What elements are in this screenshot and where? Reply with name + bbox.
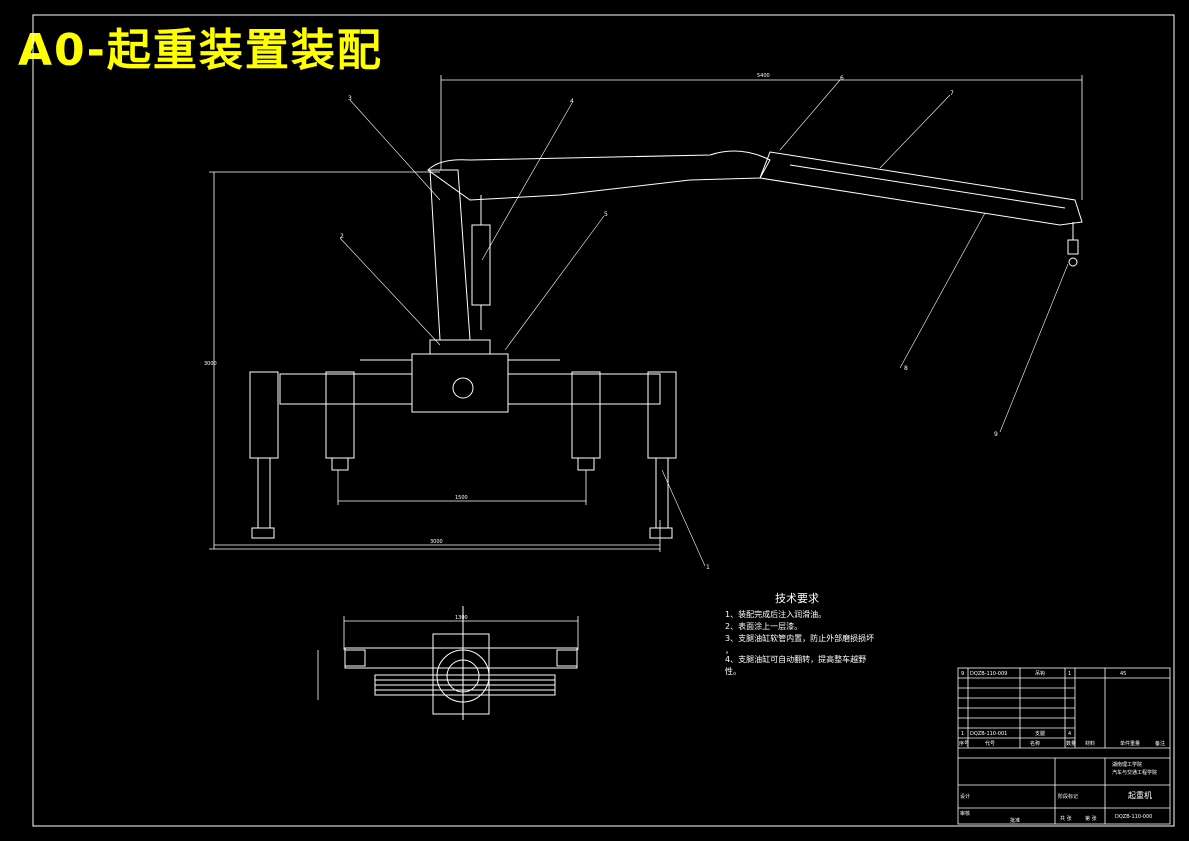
balloon-6: 6	[840, 75, 844, 82]
tb-org-1: 湖南理工学院	[1112, 761, 1142, 768]
note-line-1: 1、装配完成后注入润滑油。	[725, 609, 826, 619]
tb-row-1-code: DQZB-110-001	[970, 731, 1007, 737]
drawing-banner-title: A0-起重装置装配	[18, 25, 383, 76]
balloon-4: 4	[570, 98, 574, 105]
tb-material: 45	[1120, 671, 1126, 677]
tb-label-approve: 批准	[1010, 817, 1020, 824]
tb-org-2: 汽车与交通工程学院	[1112, 769, 1157, 776]
tb-row-9-code: DQZB-110-009	[970, 671, 1007, 677]
note-line-2: 2、表面涂上一层漆。	[725, 621, 802, 631]
tb-drawing-no: DQZB-110-000	[1115, 814, 1152, 820]
tb-drawing-title: 起重机	[1128, 790, 1152, 800]
plan-view	[344, 606, 578, 720]
tb-h-no: 序号	[959, 740, 969, 747]
base-body	[411, 353, 509, 413]
tb-row-9-no: 9	[961, 671, 964, 677]
outrigger-leg-4	[647, 371, 677, 459]
outrigger-beam-right	[507, 373, 661, 405]
tb-row-9-name: 吊钩	[1035, 670, 1045, 677]
dim-inner-span: 1500	[455, 495, 468, 501]
balloon-2: 2	[340, 233, 344, 240]
tb-row-1-name: 支腿	[1035, 730, 1045, 737]
tb-h-name: 名称	[1030, 740, 1040, 747]
main-boom	[427, 150, 771, 201]
tb-h-note: 备注	[1155, 740, 1165, 747]
base-top	[429, 339, 491, 355]
tb-row-1-qty: 4	[1068, 731, 1071, 737]
tb-label-sheets: 共 张	[1060, 815, 1072, 822]
balloon-7: 7	[950, 90, 954, 97]
balloon-labels: 3 4 2 5 6 7 8 9 1	[340, 75, 998, 571]
tb-h-qty: 数量	[1066, 740, 1076, 747]
tb-row-9-qty: 1	[1068, 671, 1071, 677]
balloon-1: 1	[706, 564, 710, 571]
tb-h-unit-weight: 单件重量	[1120, 740, 1140, 747]
dim-plan-width: 1300	[455, 615, 468, 621]
balloon-3: 3	[348, 95, 352, 102]
outrigger-beam-left	[279, 373, 413, 405]
hook-block	[1067, 239, 1079, 255]
outrigger-leg-2	[325, 371, 355, 459]
dimension-lines	[209, 75, 1083, 700]
balloon-8: 8	[904, 365, 908, 372]
note-line-6: 性。	[725, 666, 741, 676]
tb-h-material: 材料	[1085, 740, 1095, 747]
tb-label-review: 审核	[960, 810, 970, 817]
notes-heading: 技术要求	[775, 592, 819, 605]
balloon-9: 9	[994, 431, 998, 438]
note-line-4: ，	[725, 646, 733, 655]
note-line-5: 4、支腿油缸可自动翻转，提高整车越野	[725, 654, 866, 664]
drawing-frame	[32, 14, 1175, 827]
tb-label-stage: 阶段标记	[1058, 793, 1078, 800]
outrigger-leg-3	[571, 371, 601, 459]
title-block-text: 45 湖南理工学院 汽车与交通工程学院 起重机 DQZB-110-000 序号 …	[959, 670, 1165, 824]
dim-top-span: 5400	[757, 73, 770, 79]
technical-notes: 技术要求 1、装配完成后注入润滑油。 2、表面涂上一层漆。 3、支腿油缸软管内置…	[725, 592, 874, 676]
balloon-5: 5	[604, 211, 608, 218]
tb-label-sheet: 第 张	[1085, 815, 1097, 822]
leader-lines	[339, 79, 1069, 567]
luffing-cylinder	[471, 224, 491, 306]
telescopic-boom	[759, 151, 1083, 226]
dim-outer-span: 3000	[430, 539, 443, 545]
tb-h-code: 代号	[985, 740, 995, 747]
title-block	[957, 667, 1171, 825]
dim-height: 3000	[204, 361, 217, 367]
note-line-3: 3、支腿油缸软管内置，防止外部磨损损坏	[725, 633, 874, 643]
tb-label-design: 设计	[960, 793, 970, 800]
tb-row-1-no: 1	[961, 731, 964, 737]
crane-elevation-view	[249, 150, 1083, 539]
outrigger-leg-1	[249, 371, 279, 459]
dimension-texts: 5400 3000 1500 3000 1300	[204, 73, 770, 621]
